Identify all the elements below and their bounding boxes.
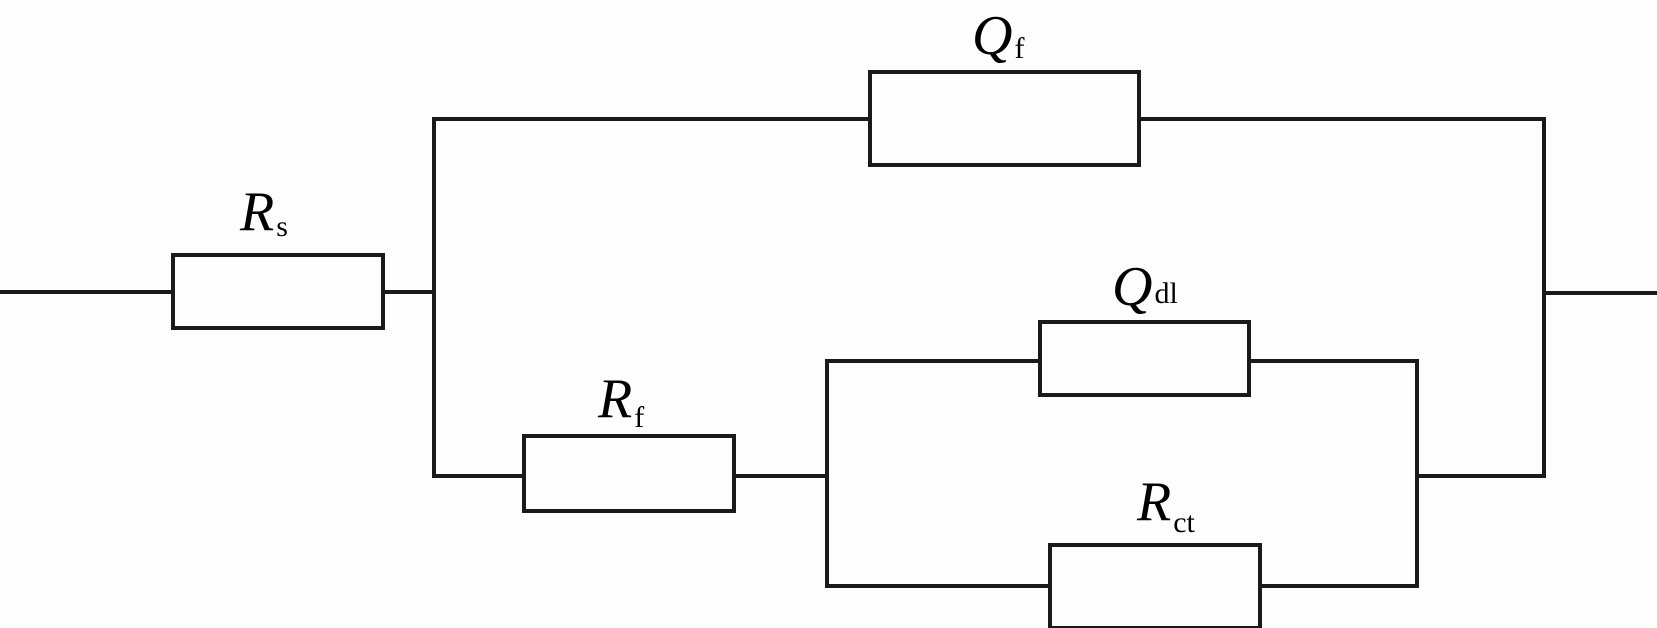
label-qf-symbol: Q (972, 5, 1012, 67)
component-rct: Rct (1048, 471, 1262, 628)
resistor-rct-box (1048, 543, 1262, 628)
label-rct-symbol: R (1136, 471, 1171, 533)
resistor-rf-box (522, 434, 736, 513)
label-qdl: Qdl (1112, 256, 1178, 318)
label-rs: Rs (239, 181, 288, 243)
label-rs-symbol: R (239, 181, 274, 243)
resistor-rs-box (171, 253, 385, 330)
component-rf: Rf (522, 368, 736, 513)
label-rf-subscript: f (634, 401, 644, 434)
cpe-qdl-box (1038, 320, 1251, 397)
component-rs: Rs (171, 181, 385, 330)
label-qf-subscript: f (1014, 32, 1024, 65)
wires (0, 117, 1657, 588)
label-rf-symbol: R (597, 368, 632, 430)
label-rf: Rf (597, 368, 644, 434)
label-rs-subscript: s (276, 210, 288, 243)
cpe-qf-box (868, 70, 1141, 167)
label-rct: Rct (1136, 471, 1196, 539)
label-qdl-subscript: dl (1154, 277, 1177, 310)
label-rct-subscript: ct (1173, 506, 1195, 539)
component-qdl: Qdl (1038, 256, 1251, 397)
component-qf: Qf (868, 5, 1141, 167)
label-qf: Qf (972, 5, 1024, 67)
label-qdl-symbol: Q (1112, 256, 1152, 318)
